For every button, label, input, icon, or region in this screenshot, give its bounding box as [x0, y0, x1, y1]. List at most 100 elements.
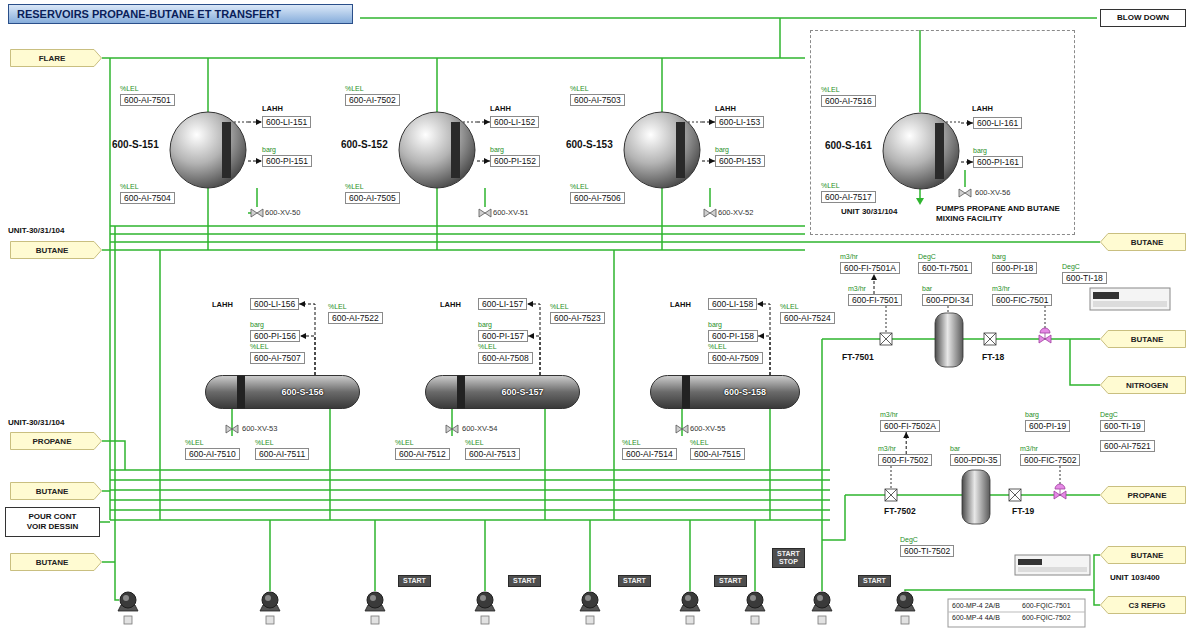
instrument-tag: 600-FIC-7502	[1020, 454, 1080, 466]
unit-label: %LEL	[345, 183, 364, 191]
instrument-name: 600-FI-7501	[852, 295, 898, 305]
bullet-tank: 600-S-158	[650, 375, 800, 409]
start-button: START	[398, 575, 431, 587]
sphere-tank: 600-S-152	[341, 95, 477, 195]
instrument-name: 600-FI-7502	[882, 455, 928, 465]
start-button: STARTSTOP	[772, 548, 805, 568]
unit-label: %LEL	[478, 343, 497, 351]
instrument-name: 600-AI-7503	[574, 95, 621, 105]
sphere-body	[399, 112, 475, 188]
instrument-name: 600-AI-7509	[712, 353, 759, 363]
signal-connector	[248, 122, 262, 123]
button-text: START	[719, 577, 742, 585]
table-rule	[948, 612, 1085, 613]
unit-label: m3/hr	[848, 285, 866, 293]
instrument-tag: 600-AI-7509	[708, 352, 763, 364]
title-banner: RESERVOIRS PROPANE-BUTANE ET TRANSFERT	[8, 4, 353, 24]
valve-symbol	[226, 425, 238, 433]
area-note: UNIT 30/31/104	[841, 207, 897, 216]
pipe	[779, 18, 781, 58]
bullet-body	[426, 376, 580, 409]
signal-line	[234, 122, 960, 123]
instrument-tag: 600-AI-7505	[345, 192, 400, 204]
unit-label: %LEL	[395, 439, 414, 447]
unit-label: barg	[708, 321, 722, 329]
bar-fill	[1018, 559, 1042, 565]
transmitter-tag: FT-7502	[884, 506, 916, 516]
instrument-tag: 600-PDI-35	[950, 454, 1001, 466]
instrument-name: 600-AI-7506	[574, 193, 621, 203]
sphere-body	[170, 112, 246, 188]
pump-symbol	[580, 592, 600, 611]
signal-connector	[248, 161, 262, 162]
signal-connector	[477, 122, 490, 123]
valve-tag: 600-XV-55	[690, 424, 725, 433]
unit-label: %LEL	[780, 303, 799, 311]
pipe	[330, 409, 770, 520]
valve-symbol	[676, 425, 688, 433]
filter-vessel	[935, 313, 963, 367]
tag-shape	[11, 554, 102, 571]
pipe	[822, 339, 1100, 591]
unit-label: %LEL	[570, 85, 589, 93]
signal-connector	[961, 162, 973, 163]
instrument-tag: 600-AI-7501	[120, 94, 175, 106]
tank-name: 600-S-157	[501, 387, 543, 397]
unit-label: %LEL	[465, 439, 484, 447]
level-gauge	[676, 122, 685, 178]
pipe	[919, 188, 921, 198]
pump-symbol	[365, 592, 385, 611]
instrument-tag: 600-AI-7521	[1100, 440, 1155, 452]
instrument-tag: 600-AI-7524	[780, 312, 835, 324]
instrument-name: 600-TI-7501	[922, 263, 968, 273]
instrument-name: 600-PDI-35	[954, 455, 997, 465]
instrument-name: 600-FI-7502A	[884, 421, 936, 431]
pipe	[905, 555, 1100, 605]
instrument-tag: 600-FI-7501A	[840, 262, 900, 274]
pump-symbol	[475, 592, 495, 611]
instrument-name: 600-AI-7507	[254, 353, 301, 363]
unit-label: barg	[250, 321, 264, 329]
instrument-name: 600-FI-7501A	[844, 263, 896, 273]
stream-tag: C3 REFIG	[1100, 596, 1186, 614]
sphere-body	[883, 113, 959, 189]
instrument-tag: 600-PI-19	[1025, 420, 1070, 432]
pipe	[109, 58, 111, 520]
transmitter-tag: FT-19	[1012, 506, 1034, 516]
unit-label: barg	[490, 146, 504, 154]
instrument-tag: 600-AI-7510	[185, 448, 240, 460]
unit-reference: UNIT-30/31/104	[8, 226, 64, 235]
tag-shape	[1101, 547, 1186, 564]
unit-label: %LEL	[821, 182, 840, 190]
instrument-tag: 600-PI-18	[992, 262, 1037, 274]
instrument-name: 600-AI-7515	[694, 449, 741, 459]
instrument-tag: 600-PDI-34	[922, 294, 973, 306]
bar-gauge	[1015, 555, 1090, 575]
unit-label: m3/hr	[840, 253, 858, 261]
instrument-name: 600-AI-7523	[554, 313, 601, 323]
signal-connector	[527, 304, 540, 375]
sphere-tank: 600-S-161	[825, 96, 961, 196]
pipe	[1070, 339, 1100, 385]
level-gauge	[457, 376, 465, 409]
start-button: START	[858, 575, 891, 587]
instrument-name: 600-AI-7511	[259, 449, 305, 459]
instrument-name: 600-AI-7510	[189, 449, 236, 459]
pump-symbol	[260, 592, 280, 611]
unit-label: %LEL	[120, 85, 139, 93]
instrument-name: 600-AI-7505	[349, 193, 396, 203]
instrument-tag: 600-AI-7513	[465, 448, 520, 460]
unit-label: %LEL	[120, 183, 139, 191]
instrument-name: 600-PI-153	[719, 156, 761, 166]
instrument-tag: 600-LI-157	[478, 298, 527, 310]
signal-connector	[702, 161, 715, 162]
unit-label: bar	[950, 445, 960, 453]
instrument-tag: 600-AI-7514	[622, 448, 677, 460]
table-cell: 600-FQIC-7502	[1022, 614, 1071, 621]
instrument-tag: 600-TI-7501	[918, 262, 972, 274]
instrument-tag: 600-TI-19	[1100, 420, 1145, 432]
unit-label: %LEL	[550, 303, 569, 311]
button-text: START	[403, 577, 426, 585]
instrument-tag: 600-PI-161	[973, 156, 1023, 168]
signal-connector	[757, 304, 770, 375]
